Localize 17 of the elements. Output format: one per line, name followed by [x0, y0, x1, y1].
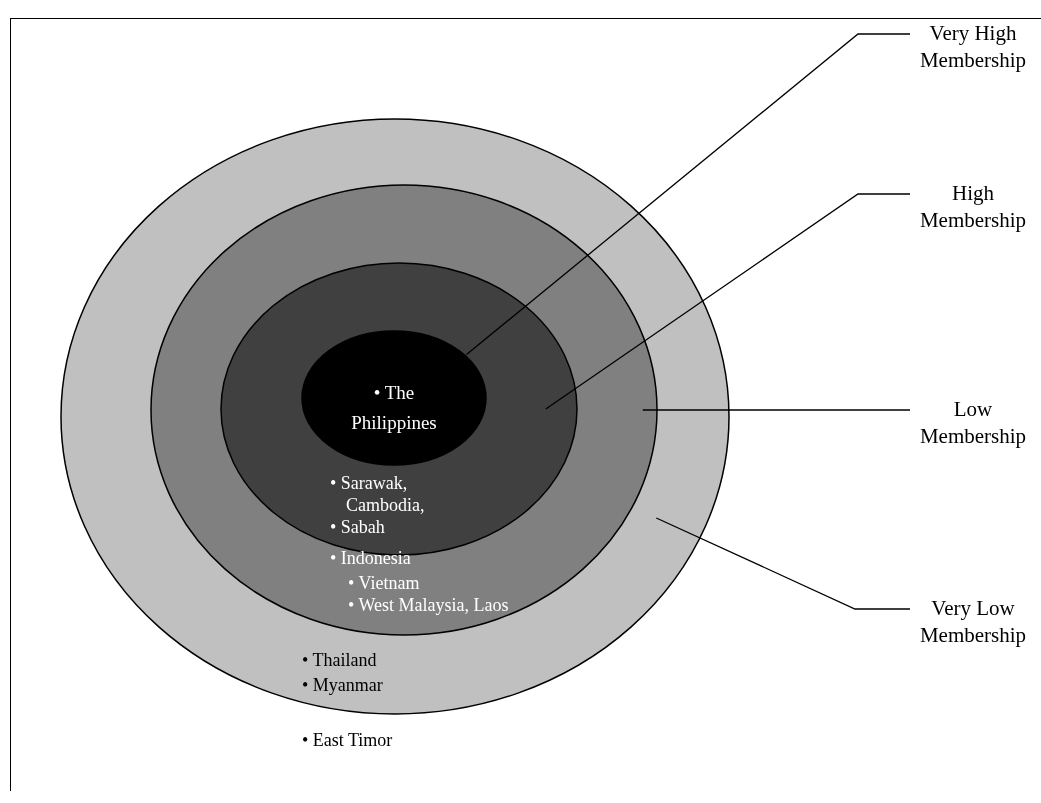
country-list-item: • East Timor: [302, 729, 394, 751]
country-list-item: • Vietnam: [348, 572, 421, 594]
leader-line: [642, 409, 911, 411]
leader-line: [545, 193, 911, 410]
country-list-item: • Thailand: [302, 649, 378, 671]
country-list-item: • The Philippines: [350, 381, 438, 435]
country-list-item: • West Malaysia, Laos: [348, 594, 510, 616]
level-label: Low Membership: [912, 396, 1034, 450]
leader-line: [655, 517, 911, 610]
country-list-item: • Sabah: [330, 516, 386, 538]
level-label: Very High Membership: [912, 20, 1034, 74]
leader-line: [465, 33, 911, 356]
level-label: Very Low Membership: [912, 595, 1034, 649]
country-list-item: • Sarawak, Cambodia,: [330, 472, 426, 516]
level-label: High Membership: [912, 180, 1034, 234]
country-list-item: • Myanmar: [302, 674, 384, 696]
country-list-item: • Indonesia: [330, 547, 412, 569]
